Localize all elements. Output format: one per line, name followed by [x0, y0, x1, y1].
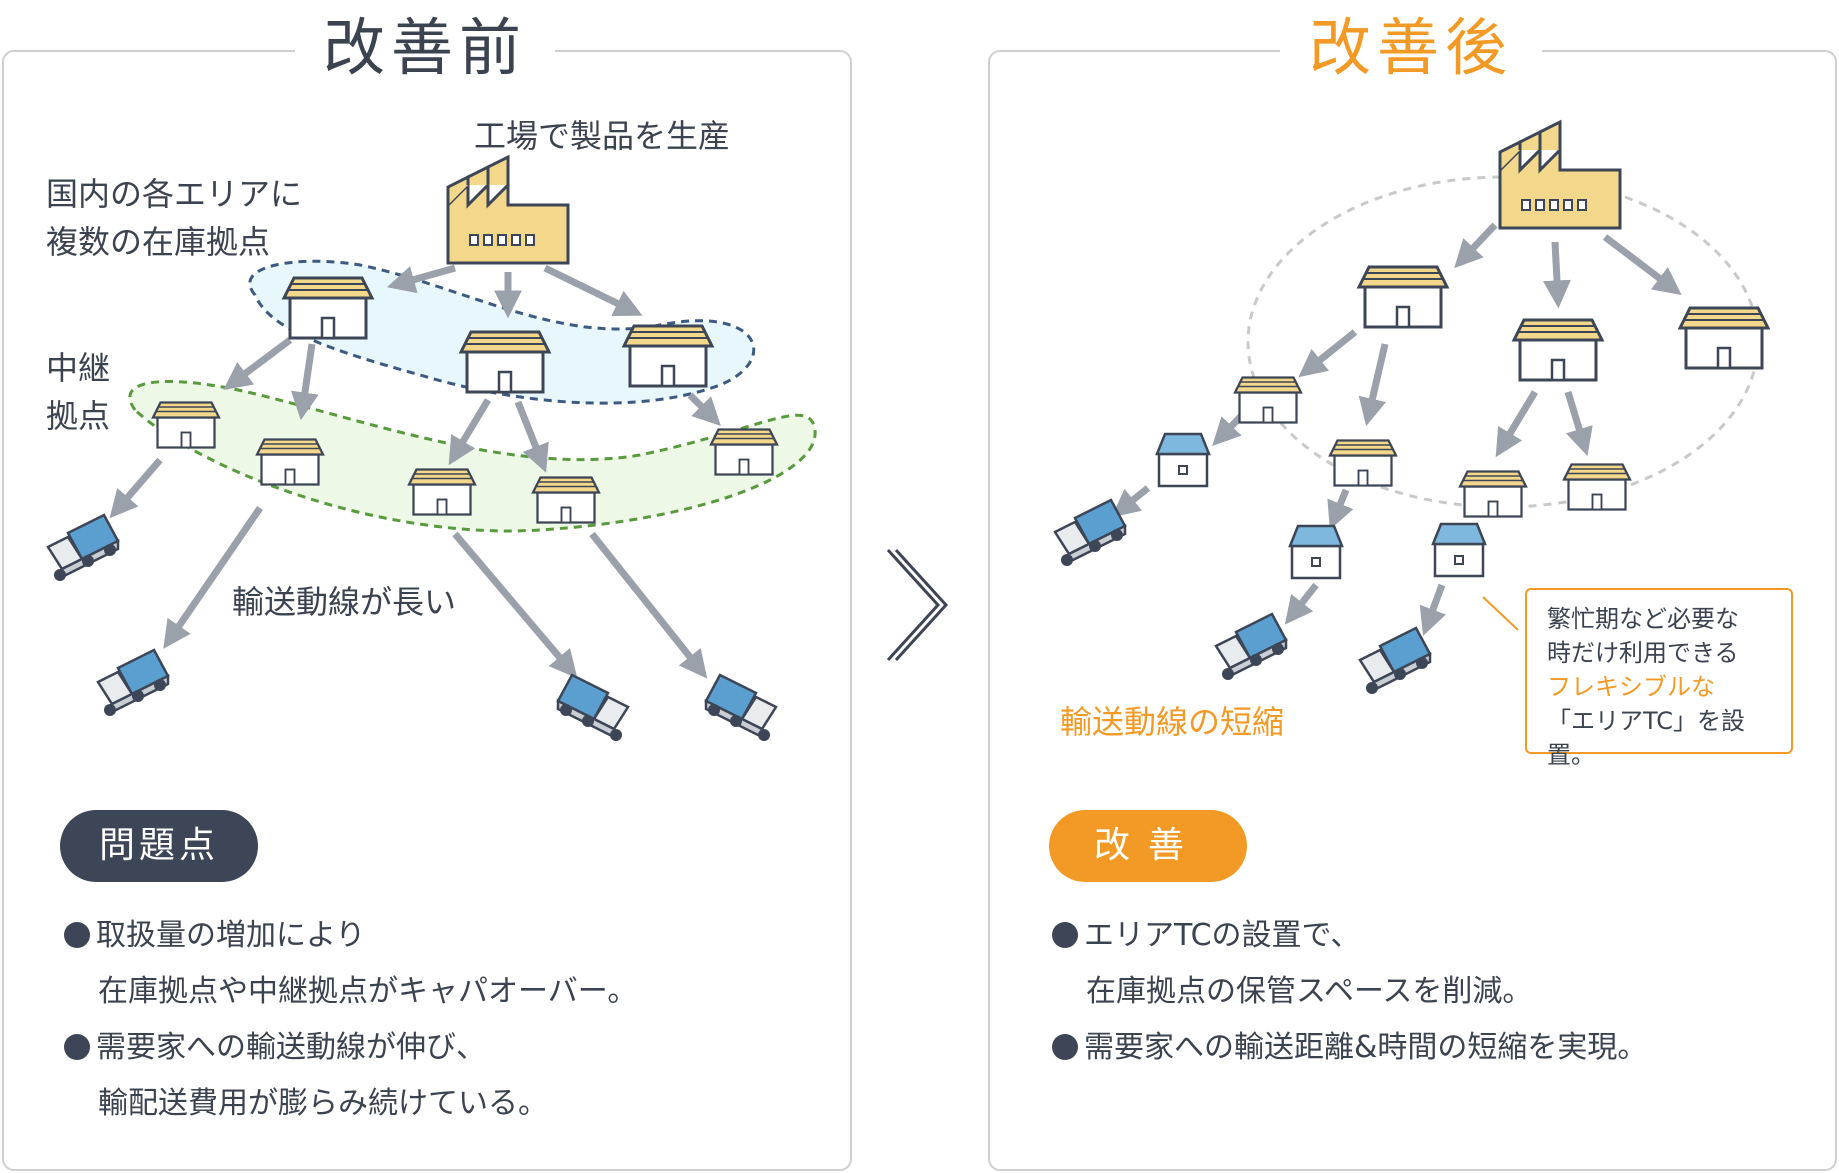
warehouse-icon [1357, 265, 1449, 329]
problem-bullet-2-line2: 輸配送費用が膨らみ続けている。 [98, 1086, 548, 1121]
factory-icon [1498, 120, 1622, 230]
before-title: 改善前 [295, 8, 555, 88]
improvement-bullet-1-line1: エリアTCの設置で、 [1084, 918, 1361, 953]
truck-icon [1053, 498, 1127, 568]
relay-warehouse-icon [1233, 376, 1303, 424]
warehouse-icon [1678, 306, 1770, 370]
improvement-bullet-1-line2: 在庫拠点の保管スペースを削減。 [1086, 974, 1533, 1009]
callout-line [1482, 596, 1519, 631]
relay-warehouse-icon [531, 476, 601, 524]
warehouse-icon [622, 324, 714, 388]
bullet-icon [64, 922, 90, 948]
note-line3: フレキシブルな [1547, 673, 1715, 701]
area-tc-icon [1288, 524, 1344, 580]
region-label-line1: 国内の各エリアに [46, 175, 303, 213]
truck-icon [96, 648, 170, 718]
relay-warehouse-icon [1562, 463, 1632, 511]
factory-label: 工場で製品を生産 [474, 117, 731, 155]
area-tc-note: 繁忙期など必要な 時だけ利用できる フレキシブルな 「エリアTC」を設置。 [1525, 588, 1793, 769]
improvement-bullet-2: 需要家への輸送距離&時間の短縮を実現。 [1052, 1020, 1647, 1076]
improvement-bullet-1: エリアTCの設置で、 [1052, 908, 1360, 964]
relay-warehouse-icon [1458, 470, 1528, 518]
area-tc-icon [1431, 522, 1487, 578]
note-line2: 時だけ利用できる [1547, 639, 1739, 667]
problem-bullet-1-line2: 在庫拠点や中継拠点がキャパオーバー。 [98, 974, 638, 1009]
bullet-icon [64, 1034, 90, 1060]
note-line4: 「エリアTC」を設置。 [1547, 707, 1746, 769]
improvement-badge: 改善 [1049, 810, 1247, 882]
before-zones [128, 259, 817, 533]
relay-warehouse-icon [407, 468, 477, 516]
factory-icon [446, 155, 570, 265]
truck-icon [46, 513, 120, 583]
before-arrows [109, 264, 721, 679]
problem-bullet-1: 取扱量の増加により [64, 908, 365, 964]
problem-bullet-2: 需要家への輸送動線が伸び、 [64, 1020, 486, 1076]
bullet-icon [1052, 1034, 1078, 1060]
problem-badge: 問題点 [60, 810, 258, 882]
truck-icon [556, 673, 630, 743]
relay-warehouse-icon [151, 401, 221, 449]
relay-label-line1: 中継 [46, 349, 111, 387]
relay-warehouse-icon [709, 428, 779, 476]
after-title: 改善後 [1280, 8, 1542, 88]
relay-label-line2: 拠点 [46, 397, 111, 435]
truck-icon [1214, 612, 1288, 682]
chevron-right-icon [886, 548, 949, 662]
warehouse-icon [459, 330, 551, 394]
bullet-icon [1052, 922, 1078, 948]
truck-icon [1358, 626, 1432, 696]
area-tc-icon [1155, 432, 1211, 488]
route-short-label: 輸送動線の短縮 [1060, 703, 1285, 741]
truck-icon [704, 673, 778, 743]
before-panel [2, 50, 852, 1171]
relay-warehouse-icon [1328, 439, 1398, 487]
problem-bullet-2-line1: 需要家への輸送動線が伸び、 [96, 1030, 486, 1065]
warehouse-icon [1512, 318, 1604, 382]
improvement-bullet-2-line1: 需要家への輸送距離&時間の短縮を実現。 [1084, 1030, 1648, 1065]
relay-zone [128, 379, 817, 533]
problem-bullet-1-line1: 取扱量の増加により [96, 918, 366, 953]
route-long-label: 輸送動線が長い [232, 583, 457, 621]
note-line1: 繁忙期など必要な [1547, 605, 1739, 633]
warehouse-icon [282, 276, 374, 340]
relay-warehouse-icon [255, 438, 325, 486]
region-label-line2: 複数の在庫拠点 [46, 223, 271, 261]
